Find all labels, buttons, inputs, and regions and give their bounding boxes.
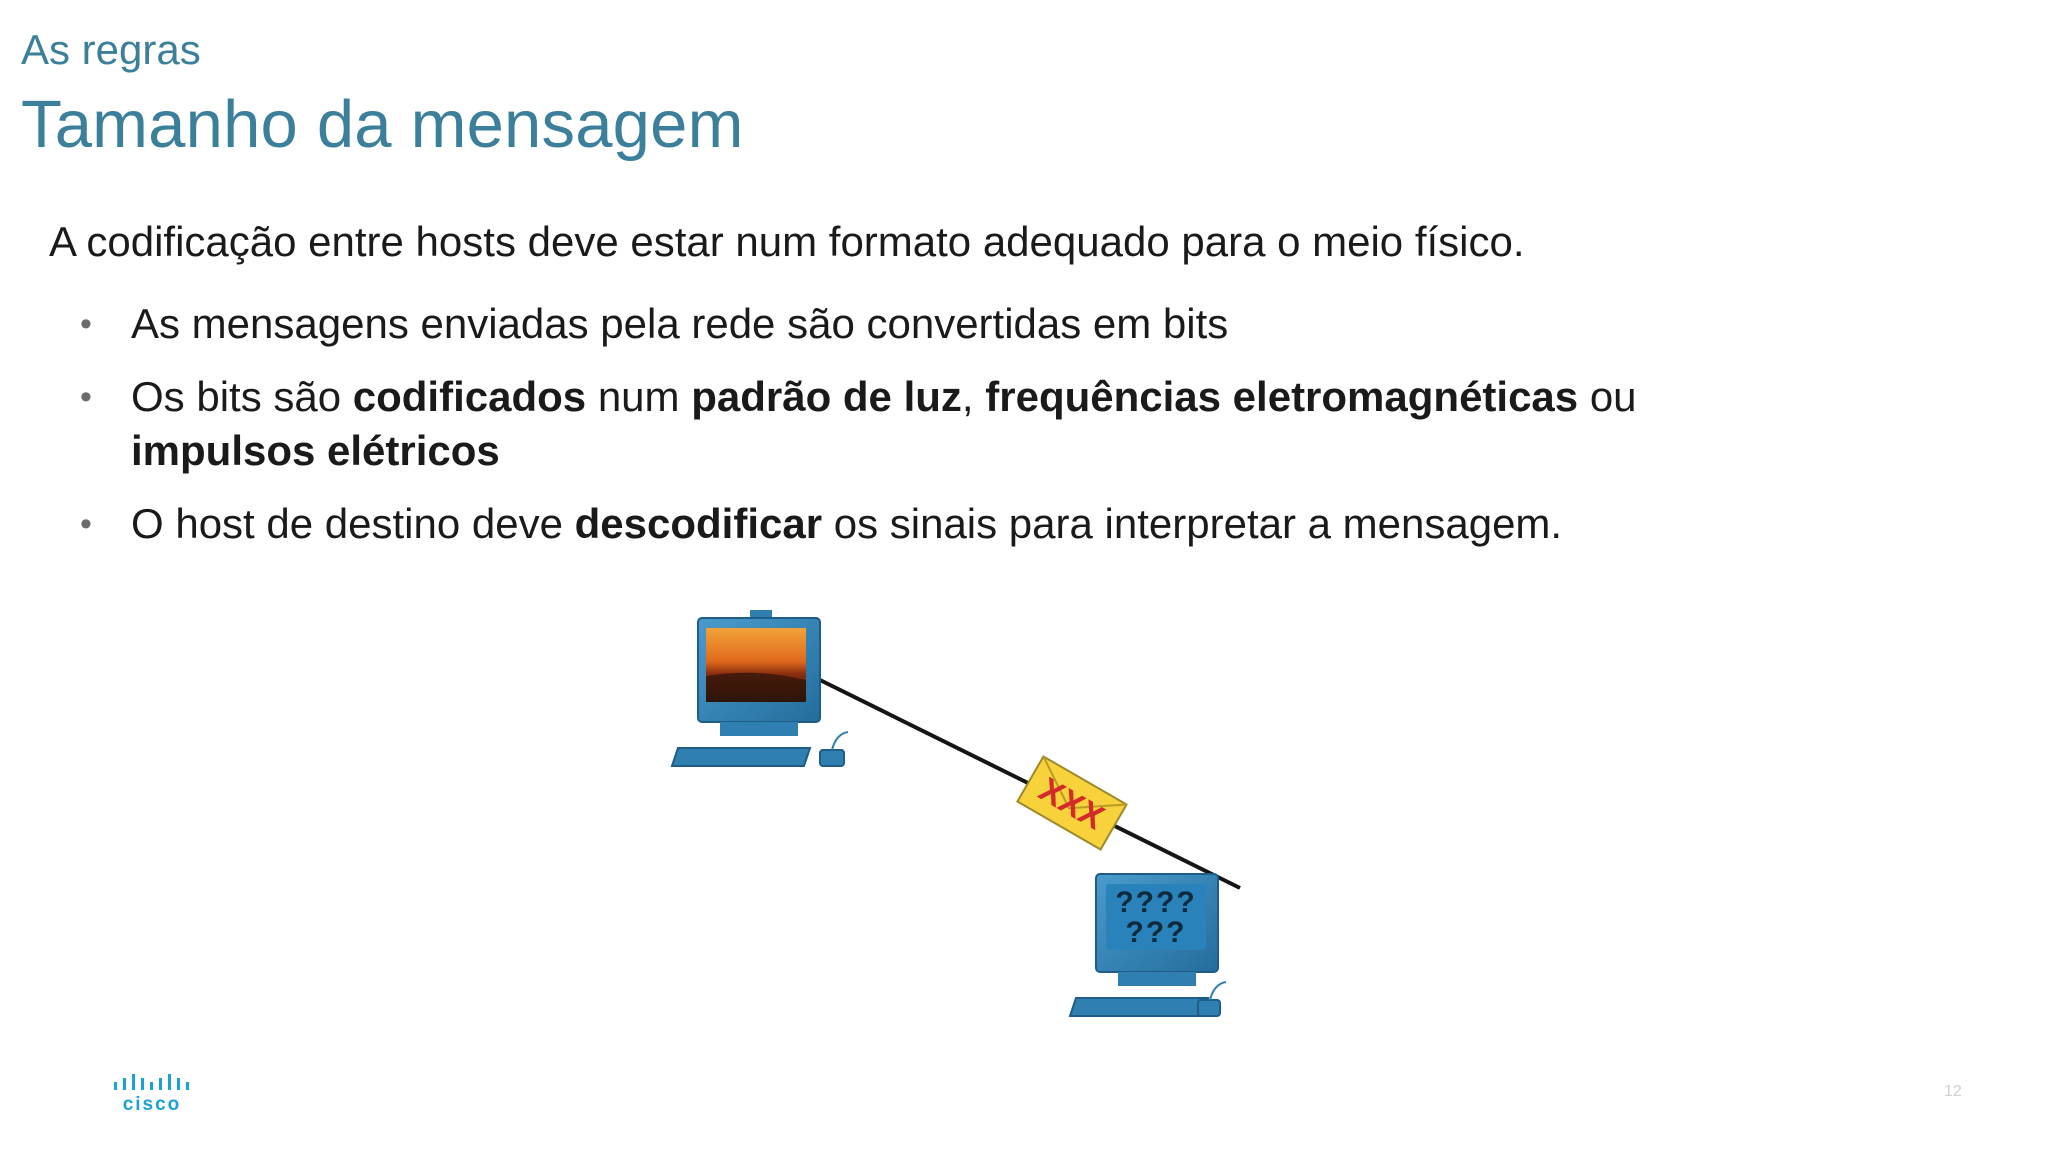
bullet-marker: • [80,305,92,343]
bullet-text: O host de destino deve descodificar os s… [131,497,1562,551]
bullet-marker: • [80,505,92,543]
page-number: 12 [1944,1083,1962,1100]
screen-line-2: ??? [1126,916,1187,949]
screen-line-1: ???? [1115,886,1196,919]
text-segment: As mensagens enviadas pela rede são conv… [131,300,1229,347]
cisco-logo: cisco [112,1068,198,1115]
cisco-wordmark: cisco [123,1094,182,1114]
receiver-computer-icon: ???? ??? [1068,873,1227,1017]
text-segment: , [961,373,986,420]
sender-computer-icon [670,610,849,767]
bullet-text: Os bits são codificados num padrão de lu… [131,370,1637,424]
bullet-text: impulsos elétricos [131,424,500,478]
cisco-bars-icon: cisco [114,1074,189,1115]
bold-term: descodificar [574,500,823,547]
text-segment: num [586,373,692,420]
text-segment: os sinais para interpretar a mensagem. [822,500,1563,547]
bold-term: codificados [352,373,587,420]
text-segment: ou [1578,373,1637,420]
text-segment: Os bits são [131,373,353,420]
bullet-marker: • [80,378,92,416]
bold-term: padrão de luz [691,373,962,420]
intro-text: A codificação entre hosts deve estar num… [49,218,1525,265]
bold-term: impulsos elétricos [131,427,500,474]
encoding-diagram: XXX ???? ??? [670,610,1241,1017]
page-title: Tamanho da mensagem [21,87,744,162]
supertitle: As regras [21,26,201,73]
text-segment: O host de destino deve [131,500,575,547]
bold-term: frequências eletromagnéticas [985,373,1579,420]
envelope-icon: XXX [1016,755,1128,851]
bullet-text: As mensagens enviadas pela rede são conv… [131,297,1228,351]
